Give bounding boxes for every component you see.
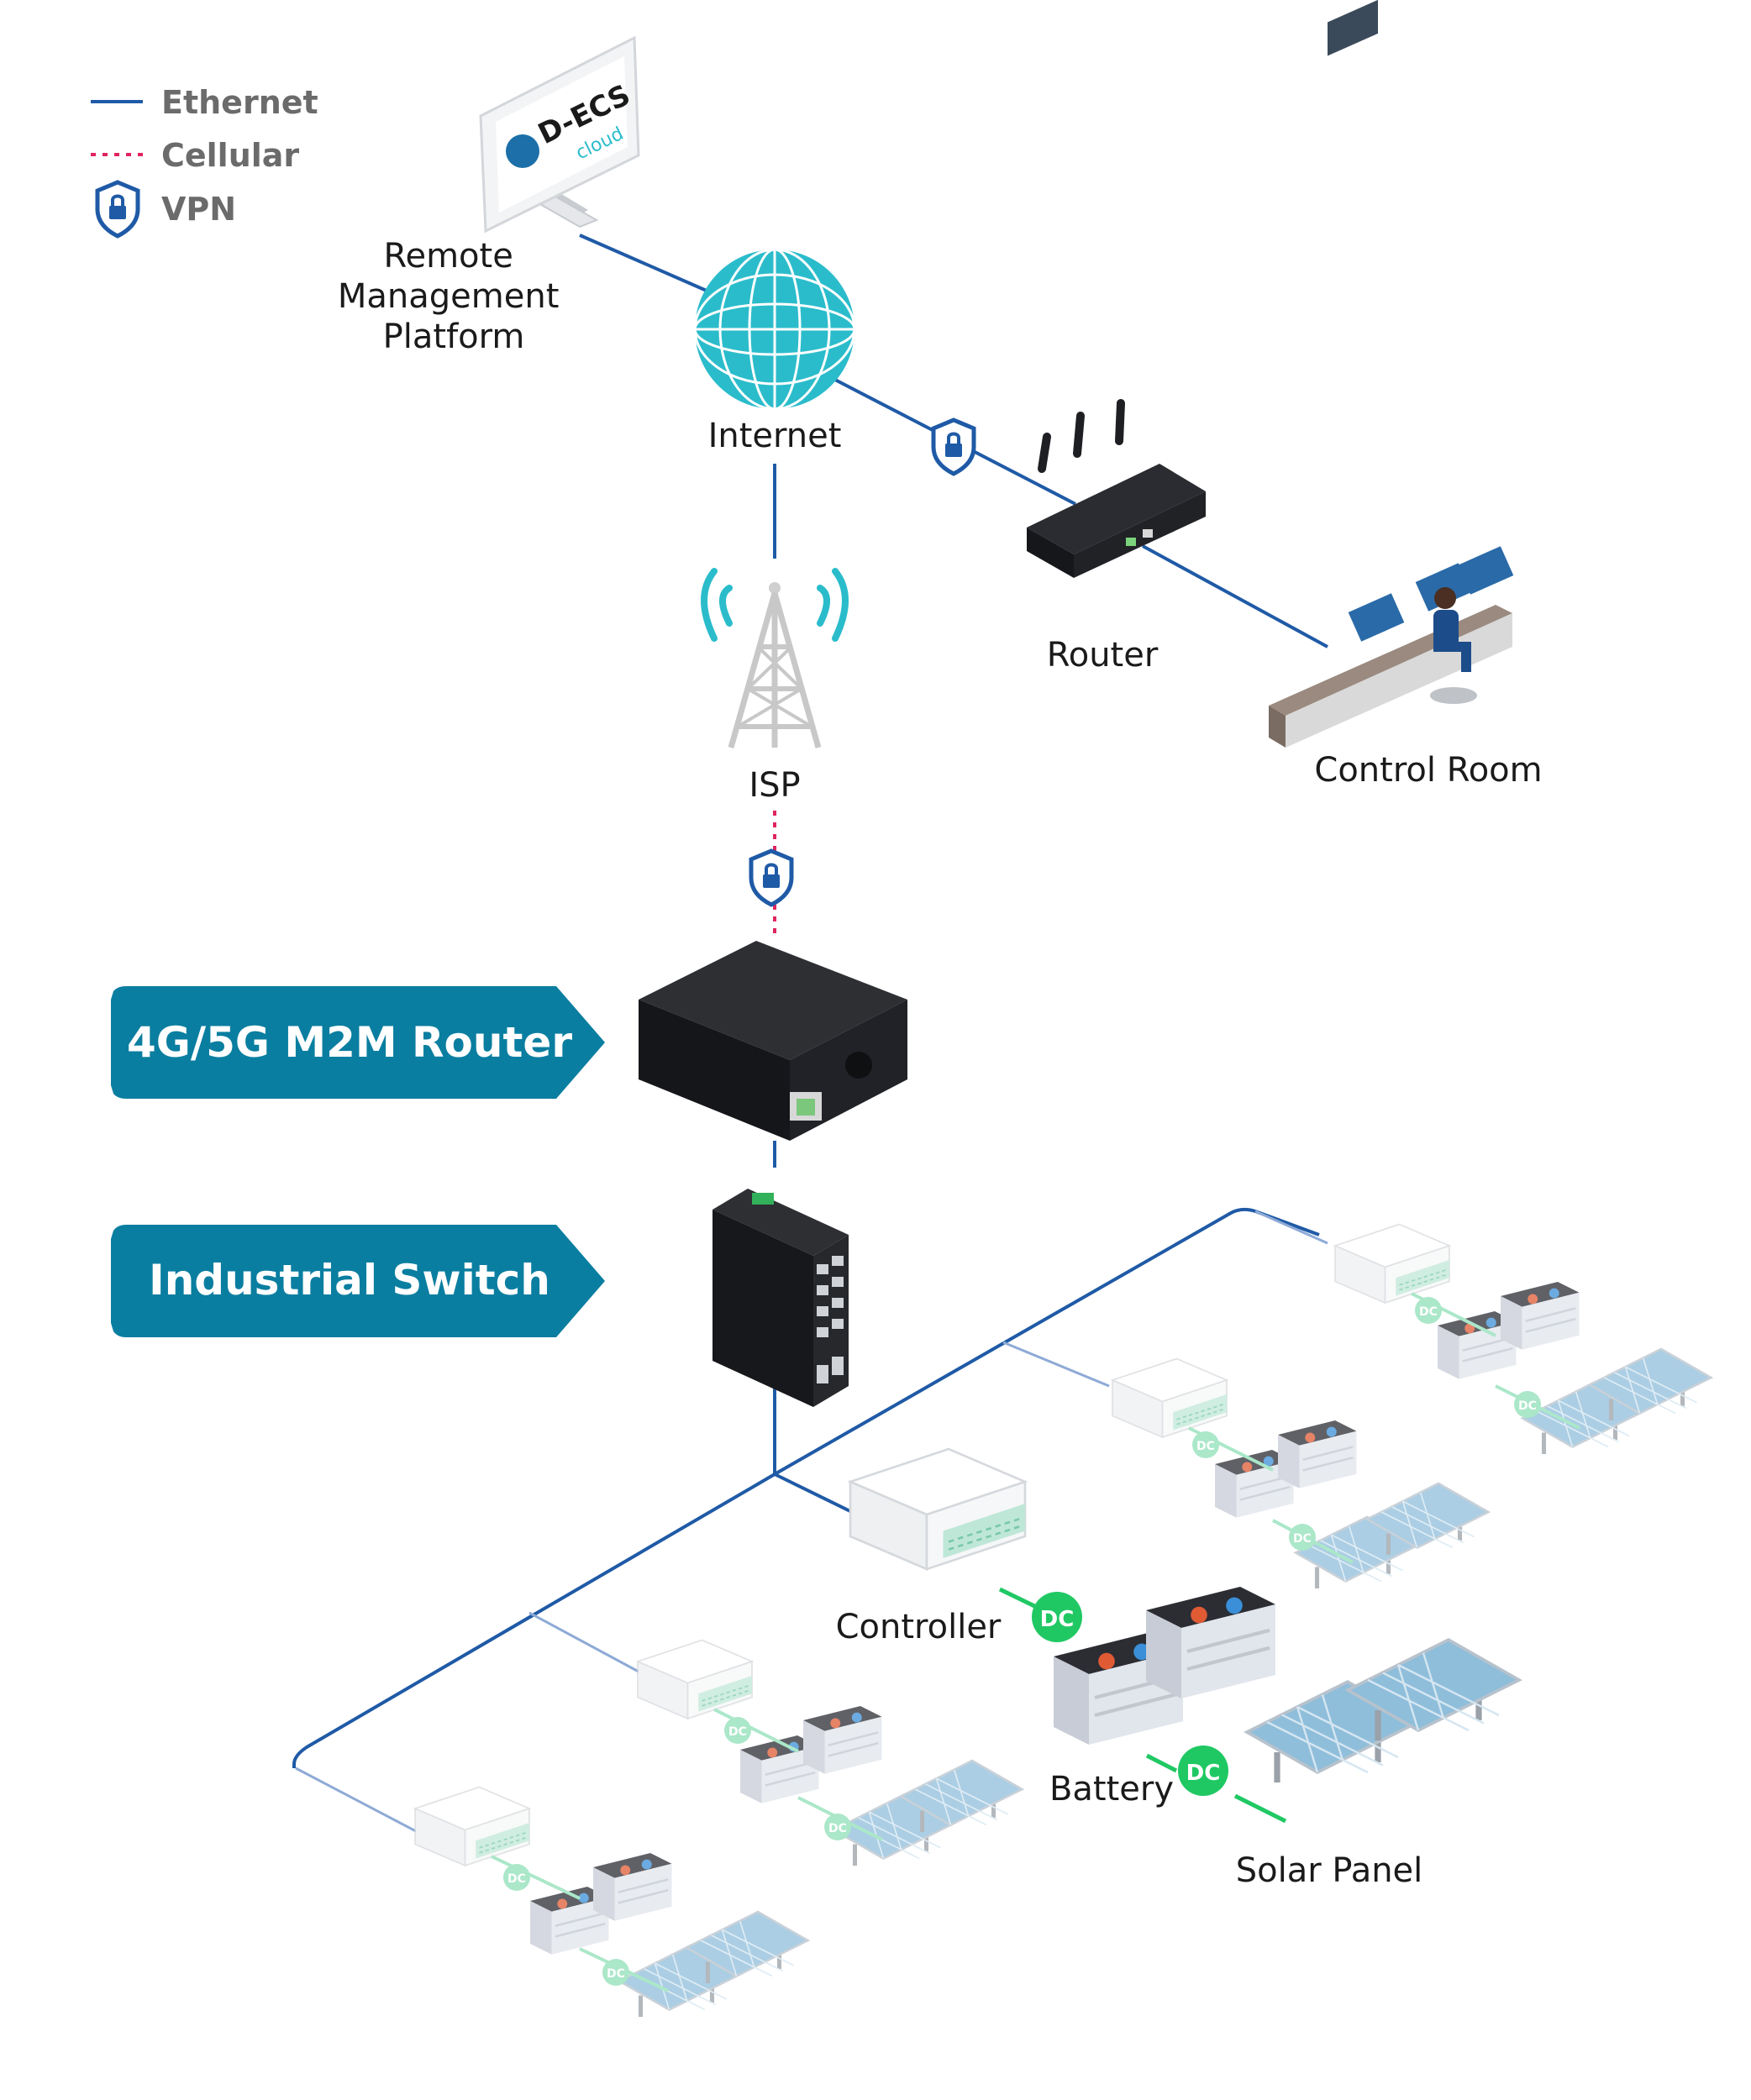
controller-icon xyxy=(849,1447,1027,1571)
monitor-icon: D-ECS cloud xyxy=(479,35,640,234)
legend-cellular-label: Cellular xyxy=(161,137,299,174)
legend-vpn-shield-icon xyxy=(97,182,138,236)
router-icon xyxy=(1027,399,1206,578)
remote-site: DC DC xyxy=(1112,1357,1489,1589)
vpn-shield-icon xyxy=(751,851,791,905)
label-control-room: Control Room xyxy=(1314,751,1542,790)
dc-badge-label: DC xyxy=(1040,1607,1075,1632)
dc-badge-label: DC xyxy=(728,1725,747,1739)
dc-badge-label: DC xyxy=(1186,1761,1221,1786)
label-remote-platform-line3: Platform xyxy=(383,318,525,356)
industrial-switch-icon xyxy=(712,1189,849,1407)
dc-badge-label: DC xyxy=(1293,1532,1312,1546)
legend-ethernet-label: Ethernet xyxy=(161,84,318,121)
label-controller: Controller xyxy=(836,1608,1002,1646)
link-platform-internet xyxy=(579,234,715,296)
control-room-icon xyxy=(1269,0,1514,748)
link-bus-site-mid-right xyxy=(1002,1341,1110,1388)
remote-site: DC DC xyxy=(637,1639,1023,1866)
label-internet: Internet xyxy=(708,417,842,455)
label-router: Router xyxy=(1047,636,1159,675)
battery-icon xyxy=(1146,1587,1275,1698)
remote-site: DC DC xyxy=(414,1786,808,2018)
cell-tower-icon xyxy=(701,568,849,748)
m2m-router-banner-label: 4G/5G M2M Router xyxy=(127,1018,572,1067)
legend-vpn-label: VPN xyxy=(161,191,236,228)
link-router-controlroom xyxy=(1142,544,1328,648)
vpn-shield-icon xyxy=(933,420,974,474)
industrial-switch-banner: Industrial Switch xyxy=(111,1225,605,1337)
dc-badge-label: DC xyxy=(607,1967,625,1981)
link-bus-site-mid-left xyxy=(528,1611,639,1673)
link-bus-site-far-right xyxy=(1254,1210,1328,1245)
link-bus-site-far-left xyxy=(295,1767,417,1833)
dc-badge-label: DC xyxy=(1419,1305,1438,1319)
label-solar-panel: Solar Panel xyxy=(1236,1851,1423,1890)
globe-icon xyxy=(693,248,856,411)
link-bus-upper-right xyxy=(774,1207,1320,1476)
dc-badge: DC xyxy=(1178,1746,1228,1796)
dc-badge: DC xyxy=(1032,1592,1082,1642)
m2m-router-icon xyxy=(639,941,907,1141)
label-remote-platform: Remote Management Platform xyxy=(338,237,570,356)
dc-badge-label: DC xyxy=(828,1822,847,1835)
label-remote-platform-line1: Remote xyxy=(383,237,513,276)
legend: Ethernet Cellular VPN xyxy=(91,84,318,236)
link-bus-lower-left xyxy=(292,1473,776,1768)
dc-badge-label: DC xyxy=(1196,1440,1215,1453)
remote-site: DC DC xyxy=(1334,1223,1712,1455)
label-battery: Battery xyxy=(1049,1770,1174,1809)
label-isp: ISP xyxy=(749,766,800,805)
main-site: DC DC xyxy=(849,1447,1519,1824)
label-remote-platform-line2: Management xyxy=(338,277,560,316)
industrial-switch-banner-label: Industrial Switch xyxy=(149,1256,550,1305)
dc-badge-label: DC xyxy=(507,1872,526,1886)
dc-badge-label: DC xyxy=(1518,1399,1537,1413)
m2m-router-banner: 4G/5G M2M Router xyxy=(111,986,605,1099)
ethernet-links-light xyxy=(295,1210,1328,1833)
